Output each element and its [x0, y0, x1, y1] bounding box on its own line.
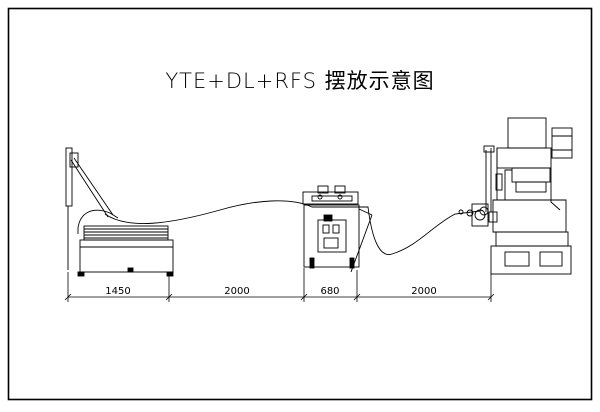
diagram-title: YTE+DL+RFS 摆放示意图: [165, 69, 434, 93]
dimension-label-4: 2000: [411, 286, 436, 297]
leveler-dl: [302, 185, 373, 273]
strip-material: [104, 200, 481, 255]
press-and-feeder-rfs: [458, 117, 573, 275]
drawing-frame: [7, 7, 593, 401]
dimension-label-1: 1450: [105, 286, 130, 297]
dimension-label-3: 680: [320, 286, 339, 297]
dimension-line: [64, 268, 495, 302]
dimension-label-2: 2000: [224, 286, 249, 297]
uncoiler-yte: [65, 147, 174, 277]
